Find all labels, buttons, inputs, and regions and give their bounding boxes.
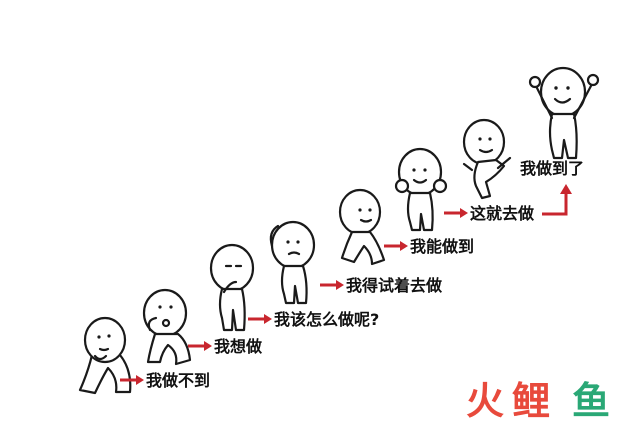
step-label-7: 我做到了 bbox=[520, 159, 584, 178]
step-label-6: 这就去做 bbox=[470, 204, 535, 223]
watermark-char-2: 鲤 bbox=[512, 379, 550, 423]
arrow-6 bbox=[444, 208, 468, 218]
figure-2-want-to bbox=[142, 288, 192, 366]
step-label-4: 我得试着去做 bbox=[346, 276, 443, 295]
figure-6-can-do bbox=[394, 147, 448, 232]
step-label-1: 我做不到 bbox=[146, 371, 210, 390]
figure-8-did-it bbox=[528, 66, 600, 160]
arrow-5 bbox=[384, 241, 408, 251]
arrow-7-up bbox=[542, 184, 572, 216]
figure-7-do-it-now bbox=[462, 118, 512, 200]
figure-4-should-try bbox=[269, 220, 316, 305]
watermark-logo: 火 鲤 鱼 bbox=[466, 379, 610, 423]
arrow-4 bbox=[320, 280, 344, 290]
step-label-2: 我想做 bbox=[214, 337, 263, 356]
step-label-5: 我能做到 bbox=[410, 237, 474, 256]
arrow-1 bbox=[120, 375, 144, 385]
watermark-char-3: 鱼 bbox=[572, 379, 610, 423]
figure-1-cant-do bbox=[78, 316, 132, 395]
figure-3-how-to bbox=[209, 243, 255, 332]
figure-5-try-doing bbox=[338, 188, 386, 266]
watermark-char-1: 火 bbox=[466, 379, 504, 423]
step-label-3: 我该怎么做呢? bbox=[274, 310, 379, 329]
arrow-3 bbox=[248, 314, 272, 324]
arrow-2 bbox=[188, 341, 212, 351]
